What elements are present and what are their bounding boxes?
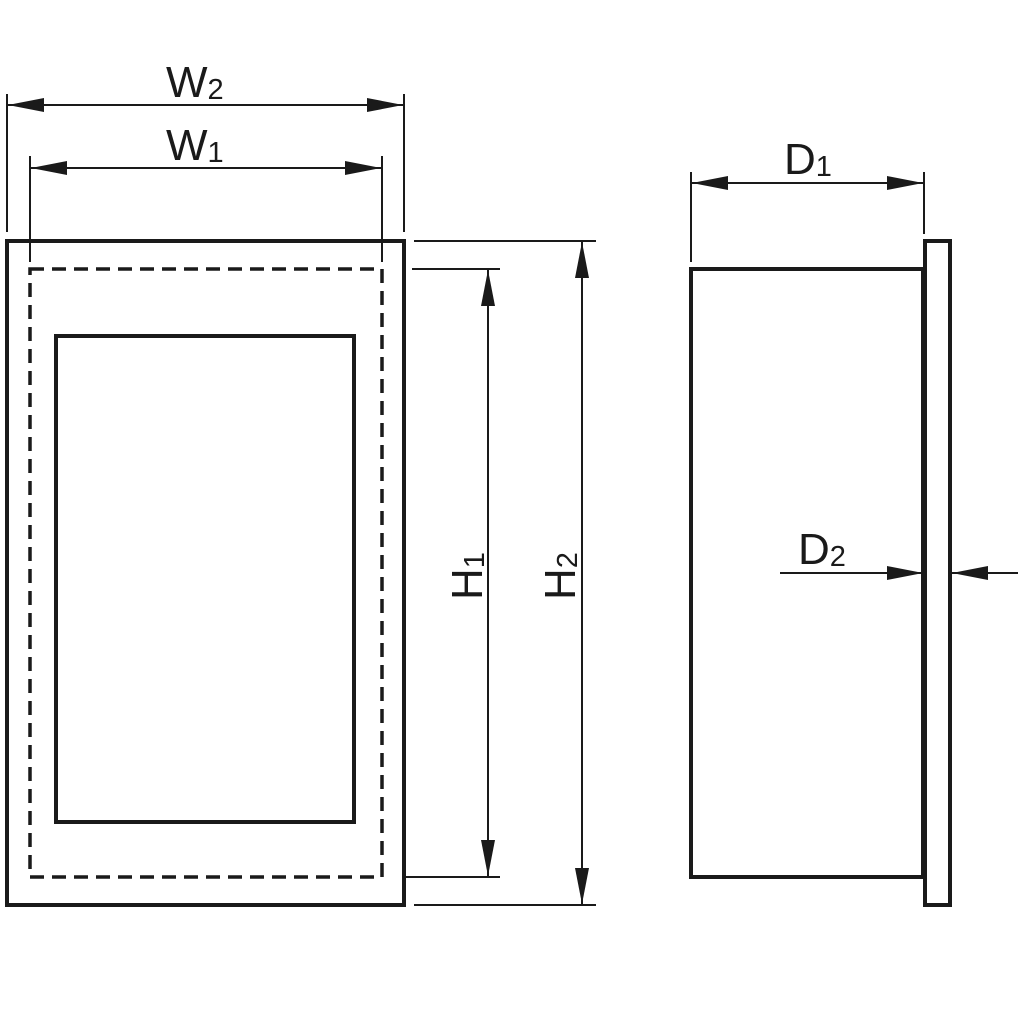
w1-label: W1 [166, 121, 224, 170]
h1-dimension: H1 [404, 268, 500, 878]
d2-dimension: D2 [780, 525, 1018, 580]
h2-label: H2 [536, 552, 585, 600]
d2-label: D2 [798, 525, 846, 574]
w1-dimension: W1 [29, 121, 383, 262]
d1-dimension: D1 [690, 135, 925, 262]
h1-label: H1 [443, 552, 492, 600]
front-window [54, 334, 356, 824]
side-flange [923, 239, 952, 907]
front-outer-frame [5, 239, 406, 907]
h2-dimension: H2 [414, 240, 596, 906]
d1-label: D1 [784, 135, 832, 184]
w2-dimension: W2 [6, 58, 405, 232]
front-view [5, 239, 406, 907]
w2-label: W2 [166, 58, 224, 107]
front-cutout-outline-dashed [28, 267, 384, 879]
